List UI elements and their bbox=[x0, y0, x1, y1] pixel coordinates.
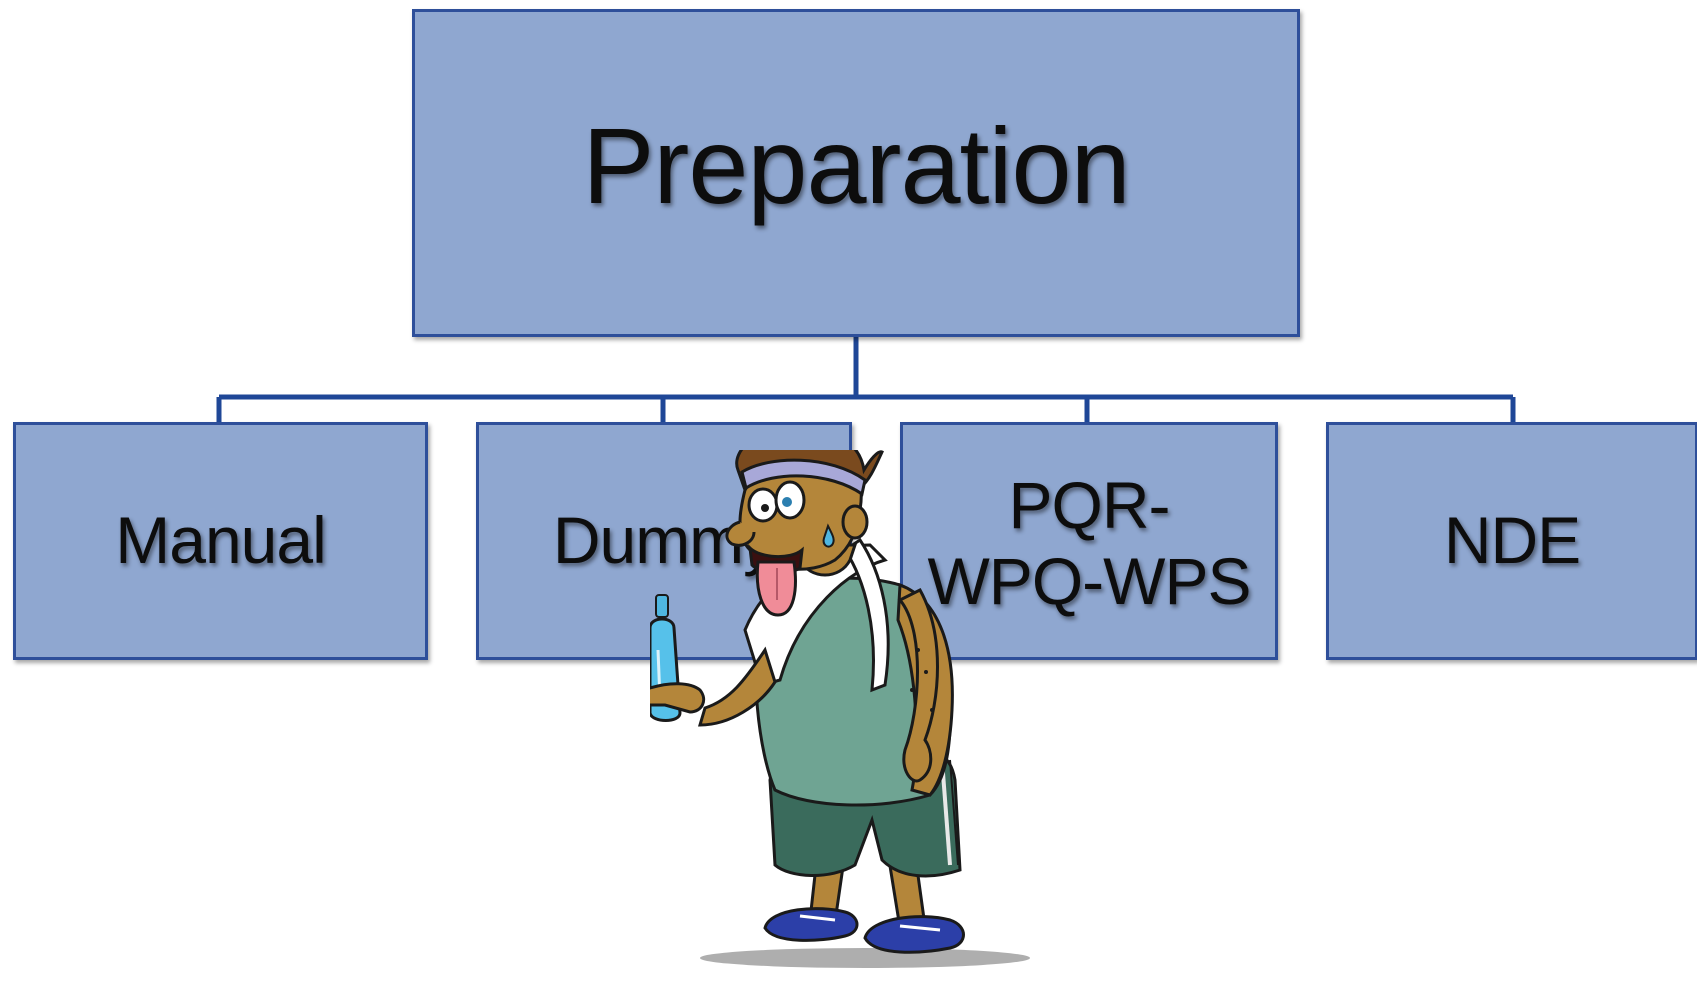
child-node-nde: NDE bbox=[1326, 422, 1697, 660]
root-node-label: Preparation bbox=[582, 104, 1130, 226]
child-node-label-pqr-wpq-wps: PQR-WPQ-WPS bbox=[927, 468, 1252, 618]
child-node-manual: Manual bbox=[13, 422, 428, 660]
tired-athlete-with-water-bottle-icon bbox=[650, 450, 1030, 968]
left-hand bbox=[650, 682, 706, 714]
headband bbox=[740, 458, 867, 497]
towel-right bbox=[842, 537, 890, 693]
left-shoe bbox=[763, 907, 859, 942]
ground-shadow bbox=[700, 948, 1030, 968]
child-node-pqr-wpq-wps: PQR-WPQ-WPS bbox=[900, 422, 1278, 660]
right-shoe bbox=[863, 915, 965, 954]
root-node-preparation: Preparation bbox=[412, 9, 1300, 337]
child-node-label-manual: Manual bbox=[115, 503, 326, 578]
child-node-label-nde: NDE bbox=[1443, 503, 1581, 578]
sweat-drop bbox=[822, 523, 835, 548]
left-arm bbox=[697, 646, 777, 727]
right-arm bbox=[897, 588, 939, 783]
